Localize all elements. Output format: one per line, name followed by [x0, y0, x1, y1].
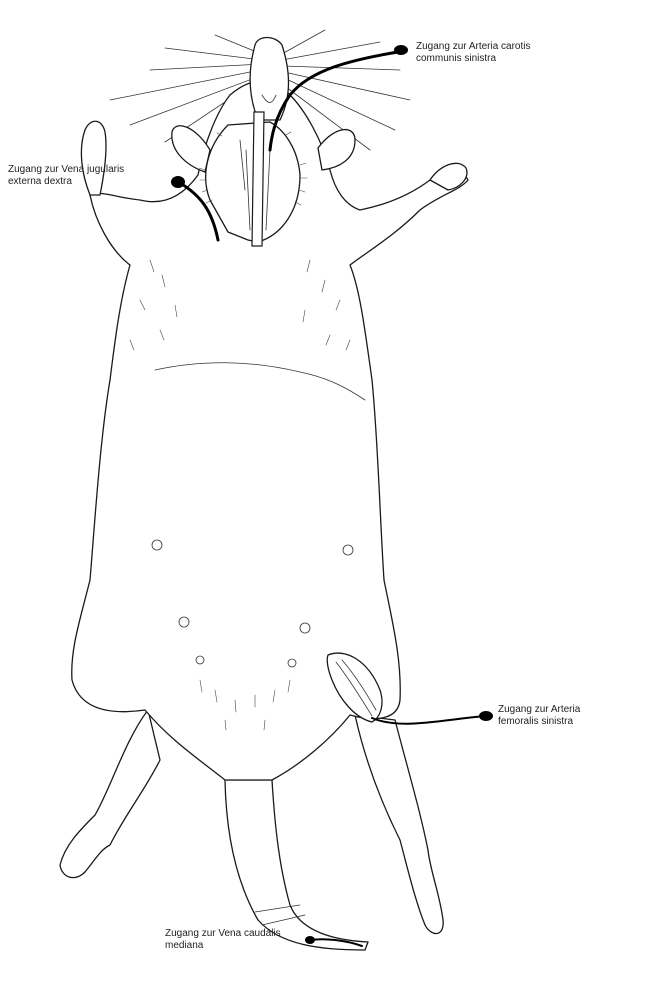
- jugularis-catheter-cap: [171, 176, 185, 188]
- tail: [225, 780, 368, 950]
- label-vena-jugularis-line-1: Zugang zur Vena jugularis: [8, 164, 124, 176]
- label-arteria-carotis: Zugang zur Arteria carotis communis sini…: [416, 41, 531, 65]
- left-hind-leg: [60, 710, 160, 878]
- label-arteria-carotis-line-1: Zugang zur Arteria carotis: [416, 41, 531, 53]
- carotis-catheter-cap: [394, 45, 408, 55]
- femoralis-catheter-cap: [479, 711, 493, 721]
- left-ear: [172, 126, 210, 172]
- neck-tube: [252, 112, 264, 246]
- label-arteria-femoralis: Zugang zur Arteria femoralis sinistra: [498, 704, 580, 728]
- label-arteria-femoralis-line-2: femoralis sinistra: [498, 716, 580, 728]
- label-vena-caudalis-line-1: Zugang zur Vena caudalis: [165, 928, 281, 940]
- right-ear: [318, 130, 355, 170]
- label-vena-caudalis: Zugang zur Vena caudalis mediana: [165, 928, 281, 952]
- label-arteria-femoralis-line-1: Zugang zur Arteria: [498, 704, 580, 716]
- right-hind-leg: [355, 715, 443, 934]
- label-vena-caudalis-line-2: mediana: [165, 940, 281, 952]
- label-vena-jugularis-line-2: externa dextra: [8, 176, 124, 188]
- caudalis-catheter-cap: [305, 936, 315, 944]
- label-arteria-carotis-line-2: communis sinistra: [416, 53, 531, 65]
- label-vena-jugularis: Zugang zur Vena jugularis externa dextra: [8, 164, 124, 188]
